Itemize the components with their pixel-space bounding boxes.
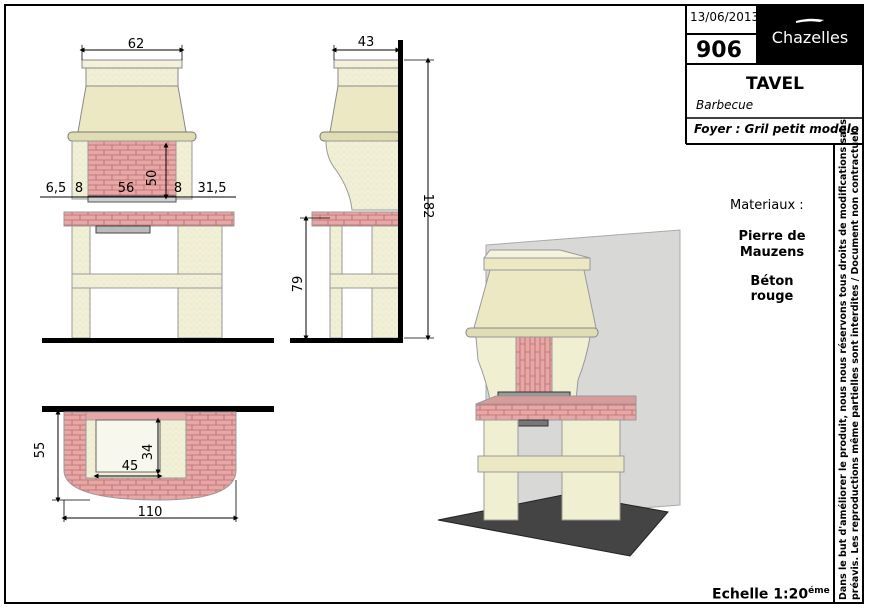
- title-block: [685, 4, 864, 604]
- material-item-2: Béton rouge: [750, 274, 794, 304]
- scale-value: Echelle 1:20: [712, 586, 809, 603]
- date-label: 13/06/2013: [690, 10, 760, 24]
- drawing-frame: [4, 4, 864, 604]
- scale-suffix: éme: [808, 586, 830, 596]
- model-name: TAVEL: [746, 74, 804, 94]
- dim-plan-total-w: 110: [138, 505, 163, 520]
- disclaimer: Dans le but d'améliorer le produit, nous…: [838, 119, 862, 600]
- brand-name: Chazelles: [771, 28, 849, 47]
- dim-front-width: 62: [128, 37, 145, 52]
- product-type: Barbecue: [696, 98, 754, 112]
- foyer-label: Foyer : Gril petit modele: [694, 122, 859, 136]
- dim-fire-height: 50: [145, 170, 160, 187]
- perspective-view: [437, 229, 681, 557]
- ref-number: 906: [696, 38, 742, 63]
- front-view: [40, 45, 274, 343]
- material-item-1: Pierre de Mauzens: [738, 229, 806, 260]
- dim-fire-width: 56: [118, 181, 135, 196]
- plan-view: [42, 406, 274, 522]
- brand-logo-icon: [796, 18, 824, 23]
- disclaimer-line-2: préavis. Les reproductions même partiell…: [850, 128, 861, 600]
- dim-worktop-height: 79: [291, 276, 306, 293]
- dim-side-gap-left: 8: [75, 181, 83, 196]
- dim-side-depth: 43: [358, 35, 375, 50]
- dim-total-height: 182: [420, 194, 435, 219]
- disclaimer-line-1: Dans le but d'améliorer le produit, nous…: [838, 119, 849, 600]
- dim-shelf-right: 31,5: [198, 181, 227, 196]
- materials-heading: Materiaux :: [730, 198, 804, 213]
- dim-plan-depth: 55: [33, 442, 48, 459]
- dim-side-gap-right: 8: [174, 181, 182, 196]
- dim-plan-inner-d: 34: [141, 444, 156, 461]
- dim-left-margin: 6,5: [46, 181, 67, 196]
- dim-plan-inner-w: 45: [122, 459, 139, 474]
- side-view: [290, 40, 434, 343]
- scale-label: Echelle 1:20éme: [712, 586, 830, 603]
